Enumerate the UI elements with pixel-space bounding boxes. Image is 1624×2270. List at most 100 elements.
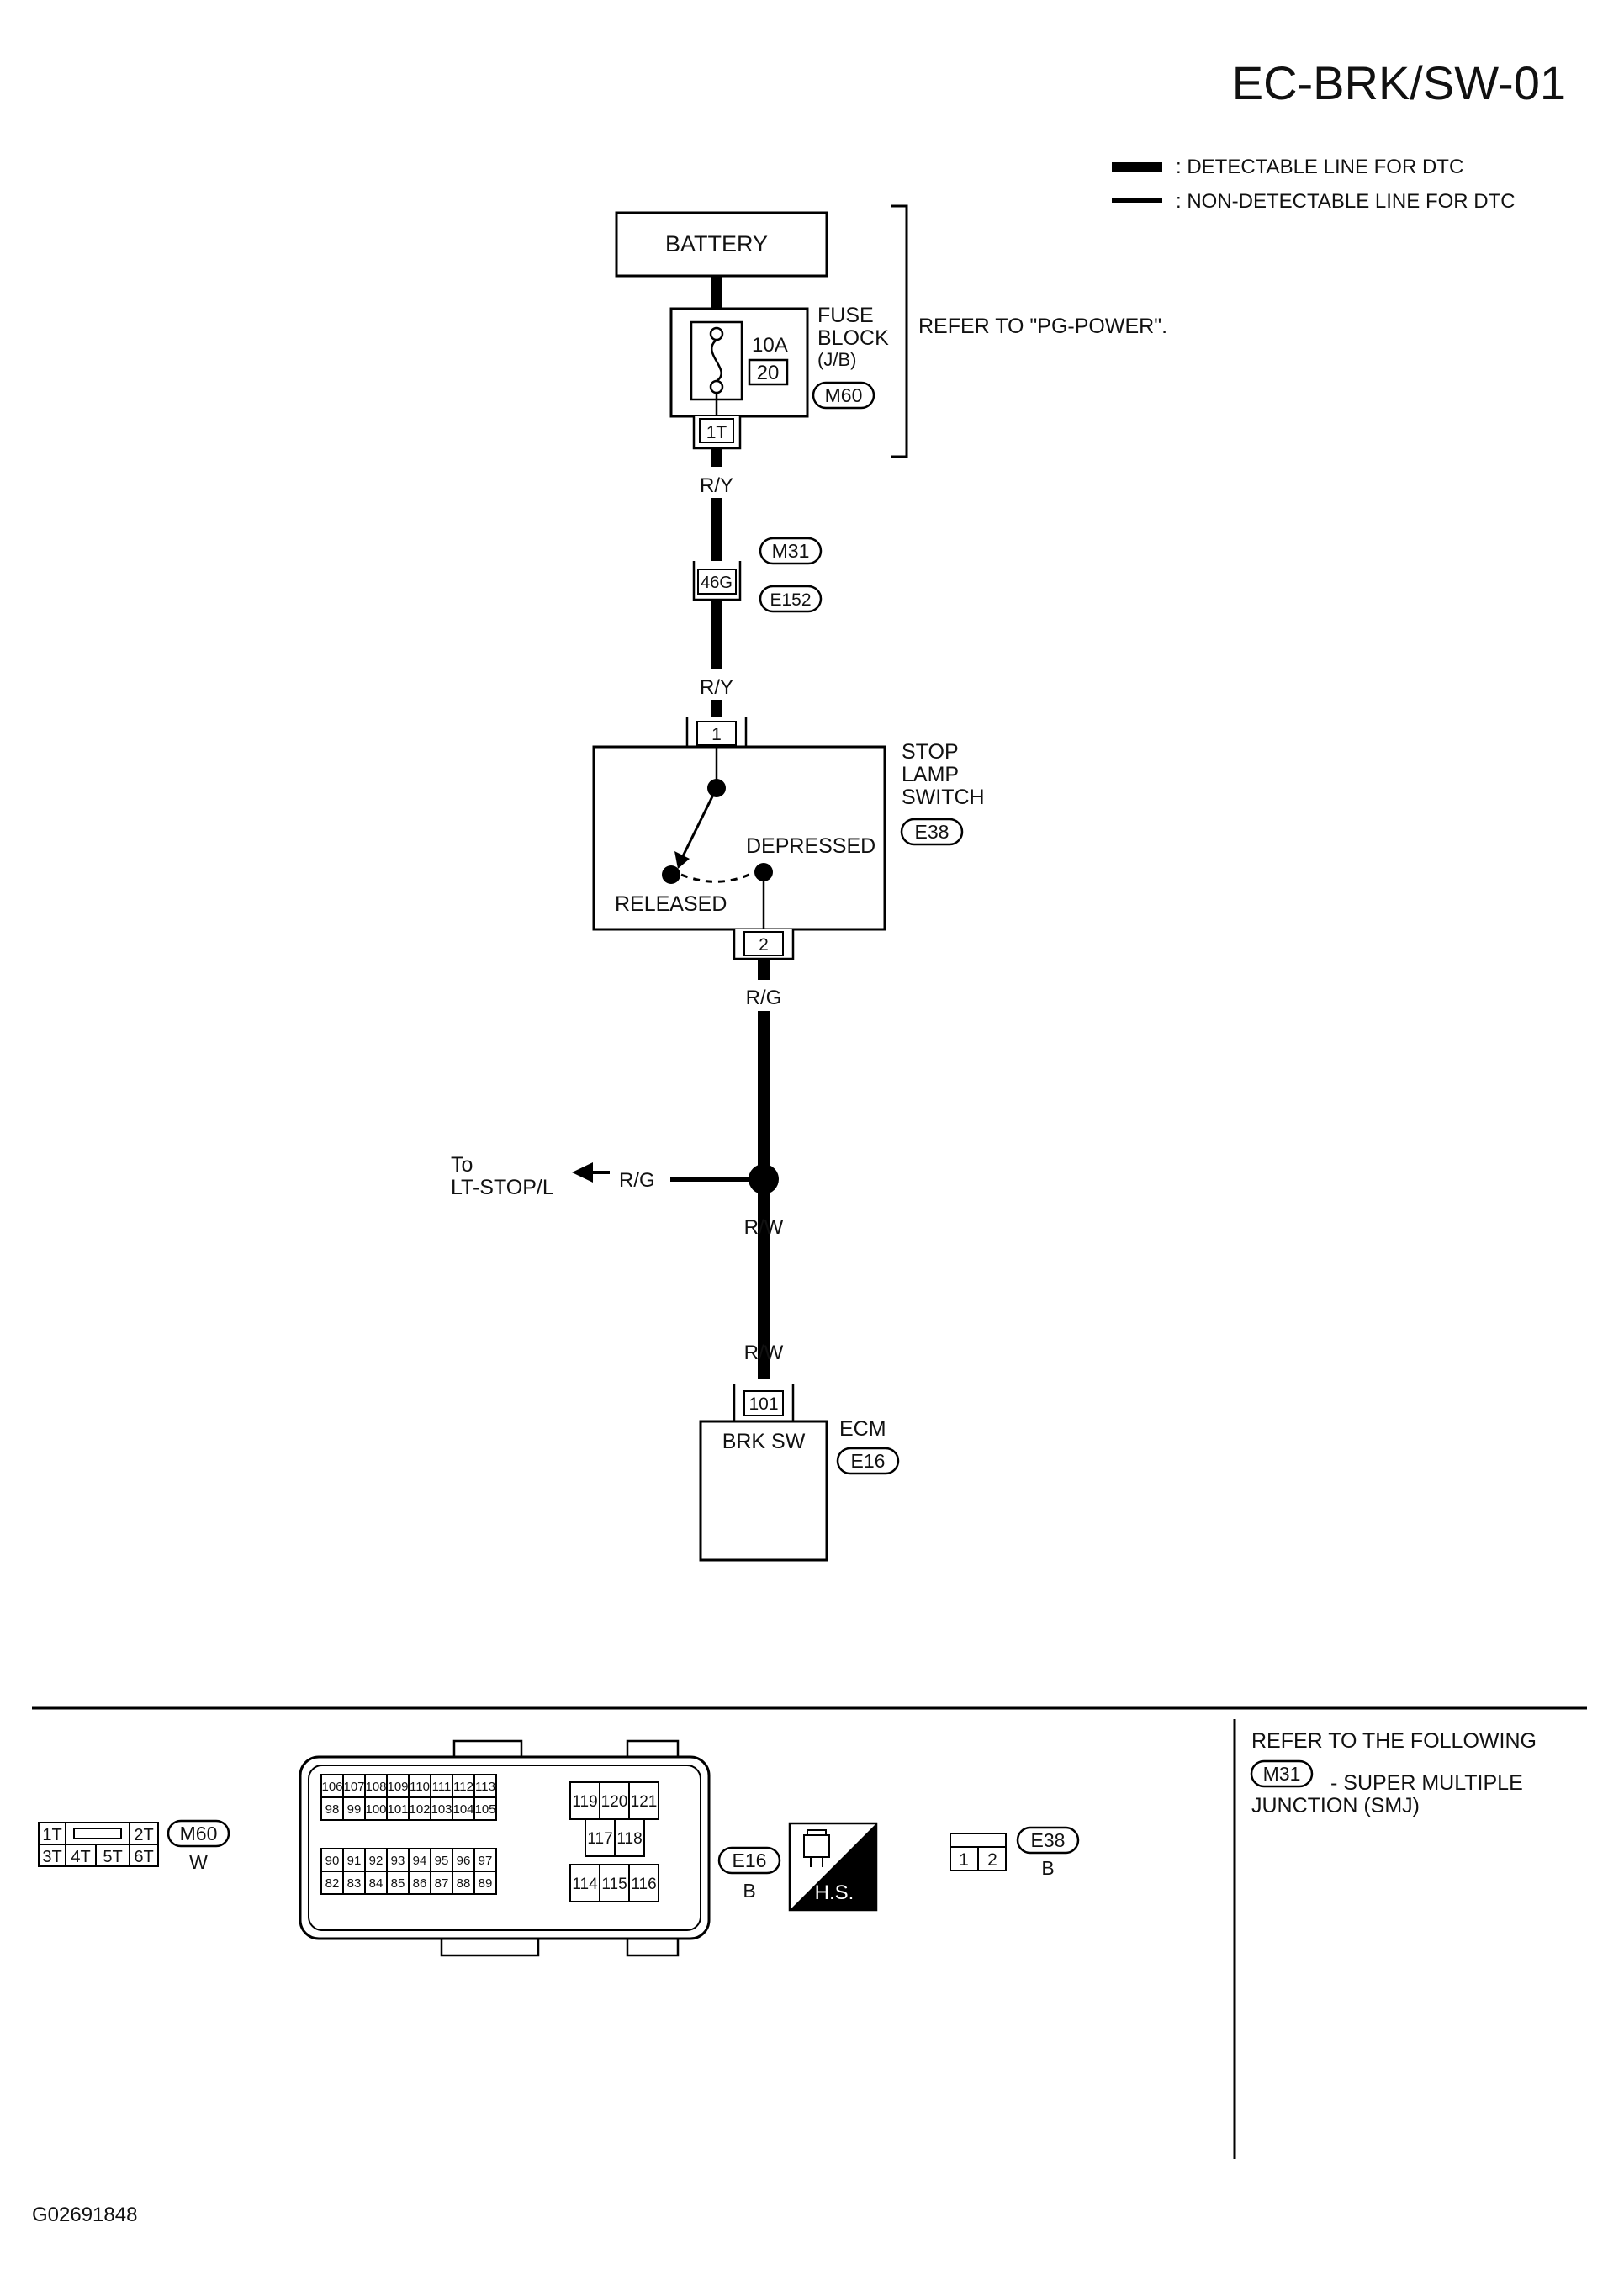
branch-to-line-1: To (451, 1153, 473, 1177)
hs-icon-top (807, 1829, 827, 1835)
connector-pin-number: 113 (475, 1780, 495, 1794)
fuse-terminal: 1T (706, 423, 727, 442)
joint-terminal-box (697, 569, 737, 595)
m60-pin-4t: 4T (71, 1848, 90, 1866)
fuse-terminal-bottom (709, 379, 724, 394)
fuse-connector-code: M60 (825, 384, 863, 406)
wire-label-r-w-2: R/W (744, 1341, 784, 1364)
switch-terminal-1: 1 (711, 725, 722, 744)
ecm: 101 BRK SW ECM E16 (699, 1384, 900, 1562)
page-id: EC-BRK/SW-01 (1232, 56, 1566, 109)
m60-pin-6t-box (129, 1844, 159, 1867)
wire-label-r-g: R/G (746, 987, 782, 1009)
m60-pin-5t: 5T (103, 1848, 122, 1866)
e38-code: E38 (1031, 1829, 1066, 1851)
connector-pin-cell (614, 1818, 645, 1857)
branch-wire-label: R/G (619, 1169, 655, 1192)
connector-pin-number: 111 (432, 1780, 452, 1794)
legend: : DETECTABLE LINE FOR DTC : NON-DETECTAB… (1112, 156, 1516, 213)
connector-pin-number: 97 (479, 1854, 493, 1868)
power-bracket (891, 204, 908, 458)
connector-pin-number: 116 (631, 1876, 656, 1893)
connector-pin-number: 121 (631, 1793, 658, 1811)
switch-label-1: STOP (902, 740, 959, 764)
joint-connector: 46G M31 E152 (692, 537, 823, 613)
connector-pin-number: 94 (413, 1854, 427, 1868)
e38-pin-2-box (977, 1846, 1007, 1871)
connector-pin-number: 86 (413, 1876, 427, 1891)
connector-pin-number: 110 (410, 1780, 430, 1794)
connector-pin-number: 120 (601, 1793, 628, 1811)
power-reference-note: REFER TO "PG-POWER". (918, 315, 1167, 338)
e16-latch-bottom-left (440, 1939, 540, 1957)
connector-pin-number: 112 (453, 1780, 473, 1794)
fuse-block-label-2: BLOCK (817, 326, 889, 350)
non-detectable-line-swatch (1112, 198, 1162, 203)
connector-m60: 1T 2T 3T 4T 5T 6T M60 W (38, 1819, 230, 1873)
refer-title: REFER TO THE FOLLOWING (1251, 1729, 1537, 1753)
connector-pin-number: 89 (479, 1876, 493, 1891)
joint-conn-a: M31 (772, 540, 810, 562)
connector-pin-number: 93 (391, 1854, 405, 1868)
connector-pin-number: 102 (409, 1802, 430, 1817)
m60-pin-6t: 6T (134, 1848, 153, 1866)
connector-pin-cell (473, 1796, 497, 1821)
switch-connector-code: E38 (915, 821, 950, 843)
hs-badge-triangle (790, 1823, 876, 1910)
battery-label: BATTERY (665, 231, 768, 257)
joint-terminal: 46G (701, 574, 733, 592)
refer-line-1: - SUPER MULTIPLE (1330, 1771, 1523, 1795)
connector-pin-number: 104 (452, 1802, 473, 1817)
connector-pin-number: 117 (587, 1830, 612, 1848)
switch-label-3: SWITCH (902, 786, 985, 809)
switch-terminal-2: 2 (759, 935, 769, 955)
e38-pin-2: 2 (987, 1850, 997, 1870)
switch-depressed-label: DEPRESSED (746, 834, 875, 858)
fuse-terminal-box (699, 418, 734, 443)
harness-side-icon (803, 1829, 830, 1867)
connector-pin-number: 98 (325, 1802, 340, 1817)
e16-latch-top-right (626, 1739, 680, 1757)
m60-code-badge (167, 1819, 230, 1848)
e16-shell-outer (299, 1755, 711, 1940)
connector-pin-number: 108 (365, 1780, 386, 1794)
connector-pin-number: 99 (347, 1802, 362, 1817)
connector-pin-number: 82 (325, 1876, 340, 1891)
e16-latch-bottom-right (626, 1939, 680, 1957)
refer-section: REFER TO THE FOLLOWING M31 - SUPER MULTI… (1250, 1729, 1537, 1818)
wire-label-r-y-1: R/Y (700, 474, 733, 497)
joint-badge-e152 (759, 585, 823, 613)
wire-label-r-y-2: R/Y (700, 676, 733, 699)
legend-non-detectable: : NON-DETECTABLE LINE FOR DTC (1176, 190, 1516, 213)
m60-code: M60 (180, 1823, 218, 1844)
fuse-number: 20 (757, 362, 780, 384)
fuse-number-box (748, 358, 789, 386)
joint-badge-m31 (759, 537, 823, 565)
e38-color: B (1041, 1857, 1054, 1879)
connector-pin-number: 103 (431, 1802, 452, 1817)
ecm-pin-label: BRK SW (722, 1430, 806, 1453)
connector-pin-number: 88 (457, 1876, 471, 1891)
fuse-rating: 10A (752, 334, 788, 357)
hs-icon-body (803, 1834, 830, 1858)
connector-pin-cell (628, 1864, 659, 1902)
branch-arrow-icon (572, 1162, 593, 1183)
connector-pin-number: 92 (369, 1854, 384, 1868)
connector-pin-number: 109 (387, 1780, 408, 1794)
e38-code-badge (1016, 1826, 1080, 1855)
connector-pin-number: 100 (365, 1802, 386, 1817)
fuse-block-label-1: FUSE (817, 304, 874, 327)
m60-color: W (189, 1851, 208, 1873)
connector-pin-number: 95 (435, 1854, 449, 1868)
m60-pin-3t: 3T (42, 1848, 61, 1866)
refer-line-2: JUNCTION (SMJ) (1251, 1794, 1420, 1818)
ecm-terminal-box (743, 1390, 784, 1416)
switch-arm-arrow-icon (674, 851, 690, 869)
m60-pin-2t: 2T (134, 1826, 153, 1844)
ecm-label: ECM (839, 1417, 886, 1441)
switch-label-2: LAMP (902, 763, 959, 786)
connector-pin-number: 118 (616, 1830, 642, 1848)
